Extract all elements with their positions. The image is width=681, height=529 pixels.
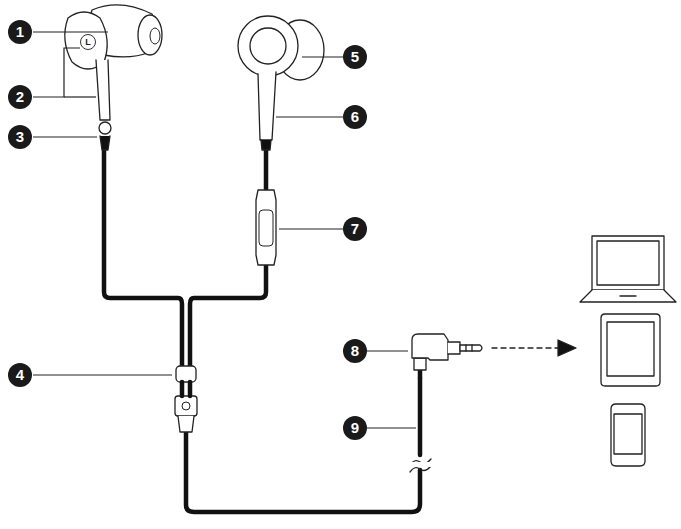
phone [611,404,645,466]
callout-number: 9 [343,416,367,440]
callout-number: 5 [343,45,367,69]
left-ear-tip [138,15,162,55]
callout-number: 4 [8,363,32,387]
leader-line [33,31,108,32]
leader-line [279,228,343,229]
cable-slider [176,366,196,382]
arrow-head [558,340,576,356]
laptop-screen [592,236,664,290]
callout-number: 3 [8,125,32,149]
right-nozzle [250,28,286,64]
laptop-display [597,241,659,285]
plug-body [412,334,448,360]
right-housing [238,16,298,76]
plug-boot [414,358,426,370]
left-indicator [99,122,111,134]
side-mark: L [80,34,96,50]
callout-number: 8 [343,339,367,363]
tablet [601,314,660,386]
plug-pin [460,345,482,351]
tablet-screen [607,322,654,376]
left-boot [100,136,110,150]
leader-line [276,116,343,117]
leader-line [33,48,80,97]
cable [182,382,190,396]
cable [186,378,420,512]
left-nozzle [150,28,160,44]
callout-number: 6 [343,105,367,129]
callout-number: 7 [343,217,367,241]
cable [190,148,266,372]
callout-number: 1 [8,20,32,44]
right-stem [258,72,276,140]
leader-line [33,136,97,137]
right-boot [261,140,271,150]
laptop-pad [620,295,636,296]
remote [256,190,276,265]
laptop-base [580,290,676,302]
cable [104,150,182,372]
callout-number: 2 [8,85,32,109]
leader-line [367,427,416,428]
plug-rings [466,345,472,351]
left-stem [96,60,110,120]
y-splitter [175,396,197,416]
remote-button [259,210,273,246]
leader-line [33,374,172,375]
plug-collar [448,342,460,354]
splitter-boot [178,416,194,432]
splitter-mark [182,402,190,410]
break-gap [408,462,432,467]
leader-line [367,350,408,351]
leader-line [64,96,96,97]
phone-screen [614,414,642,454]
connect-arrow [492,347,558,348]
leader-line [302,56,343,57]
